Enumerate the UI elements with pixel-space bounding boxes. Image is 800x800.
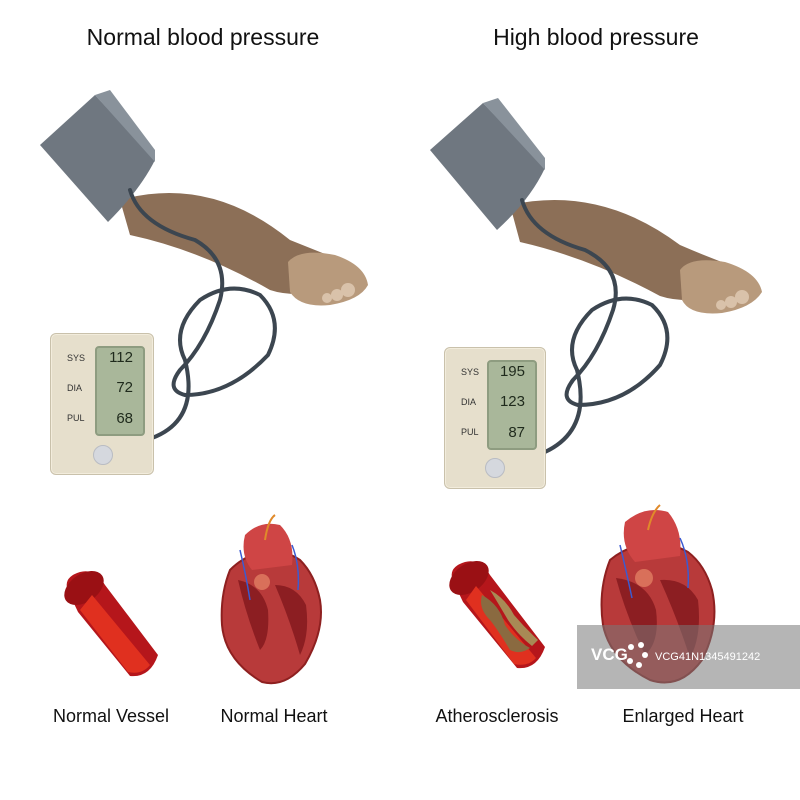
high-sys-value: 195 [499,363,525,380]
caption-normal-vessel: Normal Vessel [52,706,170,726]
high-bp-monitor: SYS DIA PUL 195 123 87 [444,347,546,489]
normal-pul-value: 68 [116,410,133,427]
watermark: VCG VCG41N1345491242 [577,625,800,689]
normal-dia-label: DIA [67,383,83,393]
normal-tube [128,188,277,440]
title-high-blood-pressure: High blood pressure [493,24,699,50]
normal-arm [40,90,368,440]
high-arm [430,98,762,454]
high-cuff [430,103,545,230]
normal-bp-monitor: SYS DIA PUL 112 72 68 [50,333,154,475]
caption-atherosclerosis: Atherosclerosis [435,706,559,726]
high-pul-value: 87 [508,424,525,441]
title-normal-blood-pressure: Normal blood pressure [86,24,320,50]
caption-enlarged-heart: Enlarged Heart [622,706,744,726]
high-tube [520,198,670,454]
normal-pul-label: PUL [67,413,85,423]
atherosclerosis-vessel [449,560,545,669]
high-pul-label: PUL [461,427,479,437]
normal-vessel [64,570,158,677]
watermark-id: VCG41N1345491242 [655,651,761,663]
watermark-dots-icon [627,642,648,668]
high-monitor-screen [487,360,537,450]
watermark-logo: VCG [591,645,628,664]
normal-monitor-screen [95,346,145,436]
normal-dia-value: 72 [116,379,133,396]
high-dia-label: DIA [461,397,477,407]
high-monitor-button[interactable] [485,458,505,478]
normal-sys-value: 112 [109,349,133,366]
normal-sys-label: SYS [67,353,86,363]
high-sys-label: SYS [461,367,480,377]
normal-heart [220,514,322,685]
normal-cuff [40,95,155,222]
normal-monitor-button[interactable] [93,445,113,465]
caption-normal-heart: Normal Heart [220,706,328,726]
high-dia-value: 123 [499,393,525,410]
